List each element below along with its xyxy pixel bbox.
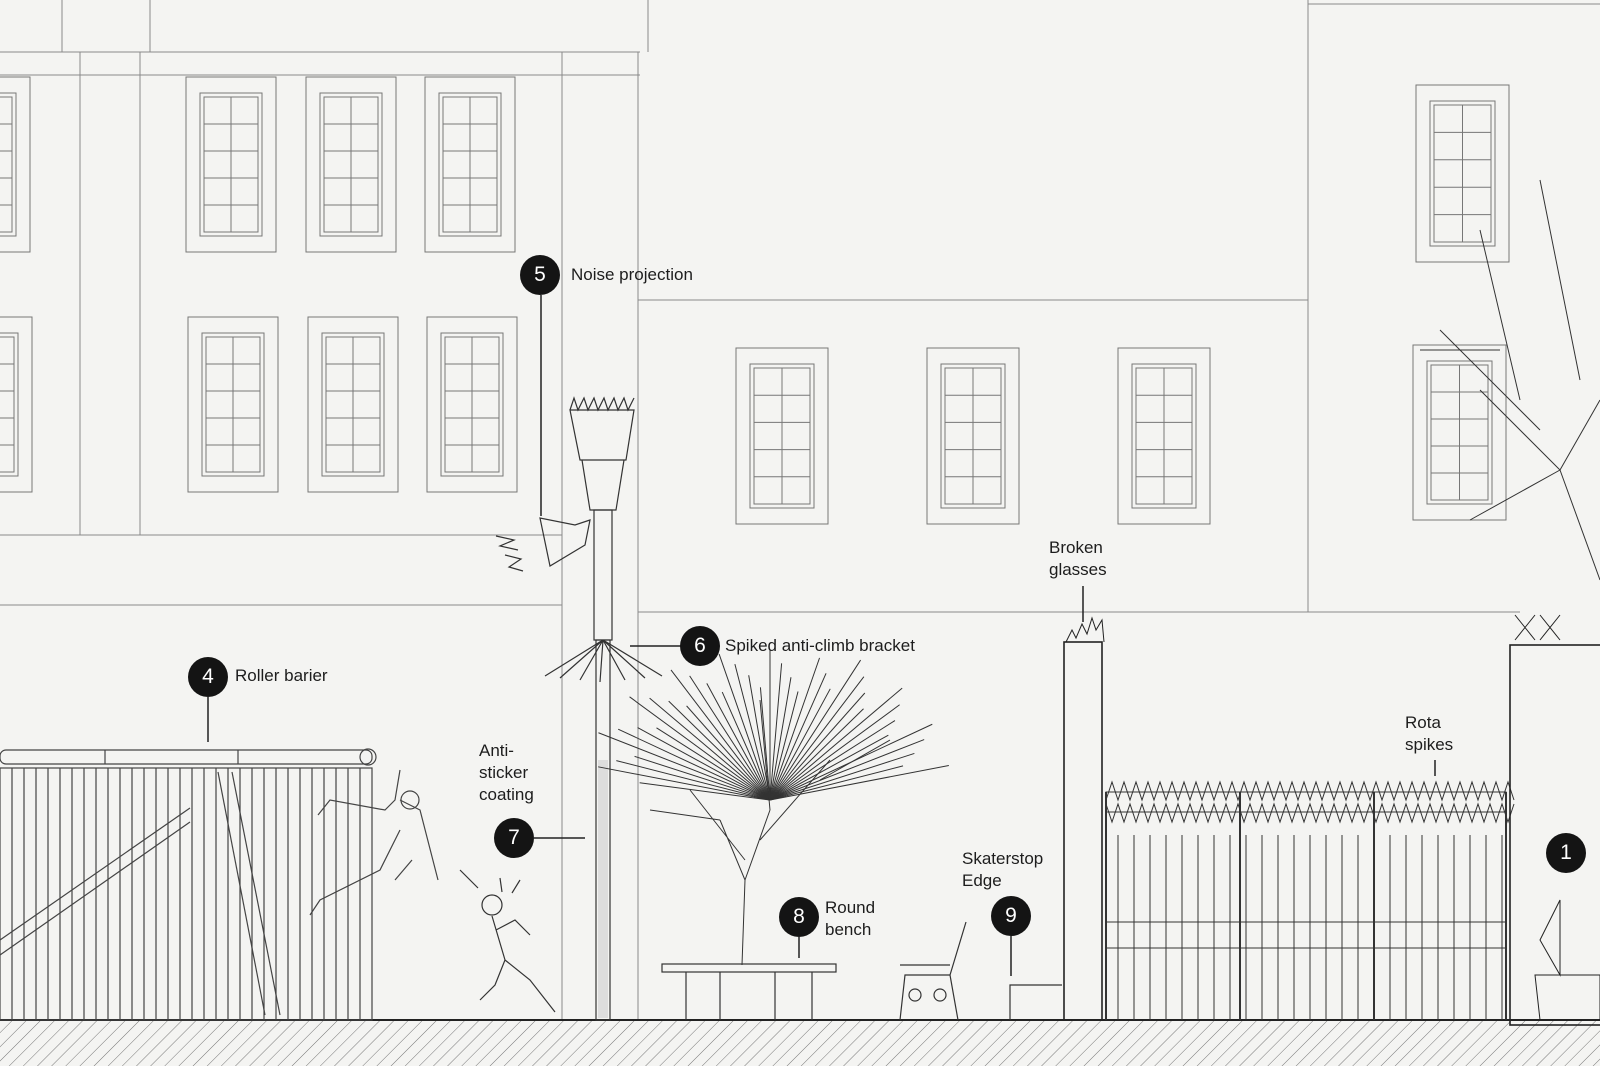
right-tree — [1420, 179, 1600, 581]
callout-marker-1: 1 — [1546, 833, 1586, 873]
label-roller-barrier: Roller barier — [235, 666, 328, 685]
label-anti-sticker-coating: Anti- sticker coating — [479, 741, 534, 804]
lamp-post — [495, 396, 663, 1021]
leader-lines — [207, 295, 1436, 976]
label-skaterstop-edge: Skaterstop Edge — [962, 849, 1044, 890]
person-covering-ears — [459, 869, 556, 1013]
callout-marker-8: 8 — [779, 897, 819, 937]
callout-marker-9: 9 — [991, 896, 1031, 936]
label-rota-spikes: Rota spikes — [1405, 713, 1454, 754]
round-bench — [661, 963, 837, 1020]
park-bench — [899, 921, 967, 1021]
callout-marker-5: 5 — [520, 255, 560, 295]
building-facades — [0, 0, 1600, 1020]
iron-gates — [1105, 780, 1515, 1020]
label-broken-glasses: Broken glasses — [1049, 538, 1107, 579]
roller-barrier-fence — [0, 748, 439, 1021]
right-pillar — [1509, 614, 1600, 1026]
label-noise-projection: Noise projection — [571, 265, 693, 284]
callout-marker-6: 6 — [680, 626, 720, 666]
callout-marker-4: 4 — [188, 657, 228, 697]
windows — [0, 76, 1510, 525]
callout-marker-7: 7 — [494, 818, 534, 858]
ground-hatching — [0, 1020, 1600, 1066]
tree — [598, 650, 949, 966]
skaterstop-ledge — [1009, 984, 1062, 1020]
label-round-bench: Round bench — [825, 898, 876, 939]
label-spiked-anti-climb-bracket: Spiked anti-climb bracket — [725, 636, 915, 655]
wall-with-broken-glass — [1063, 616, 1105, 1021]
